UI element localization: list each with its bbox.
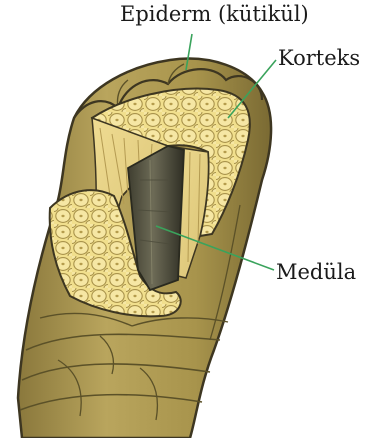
label-medulla: Medüla <box>276 262 356 283</box>
label-cortex: Korteks <box>278 48 360 69</box>
label-epidermis: Epiderm (kütikül) <box>120 4 309 25</box>
